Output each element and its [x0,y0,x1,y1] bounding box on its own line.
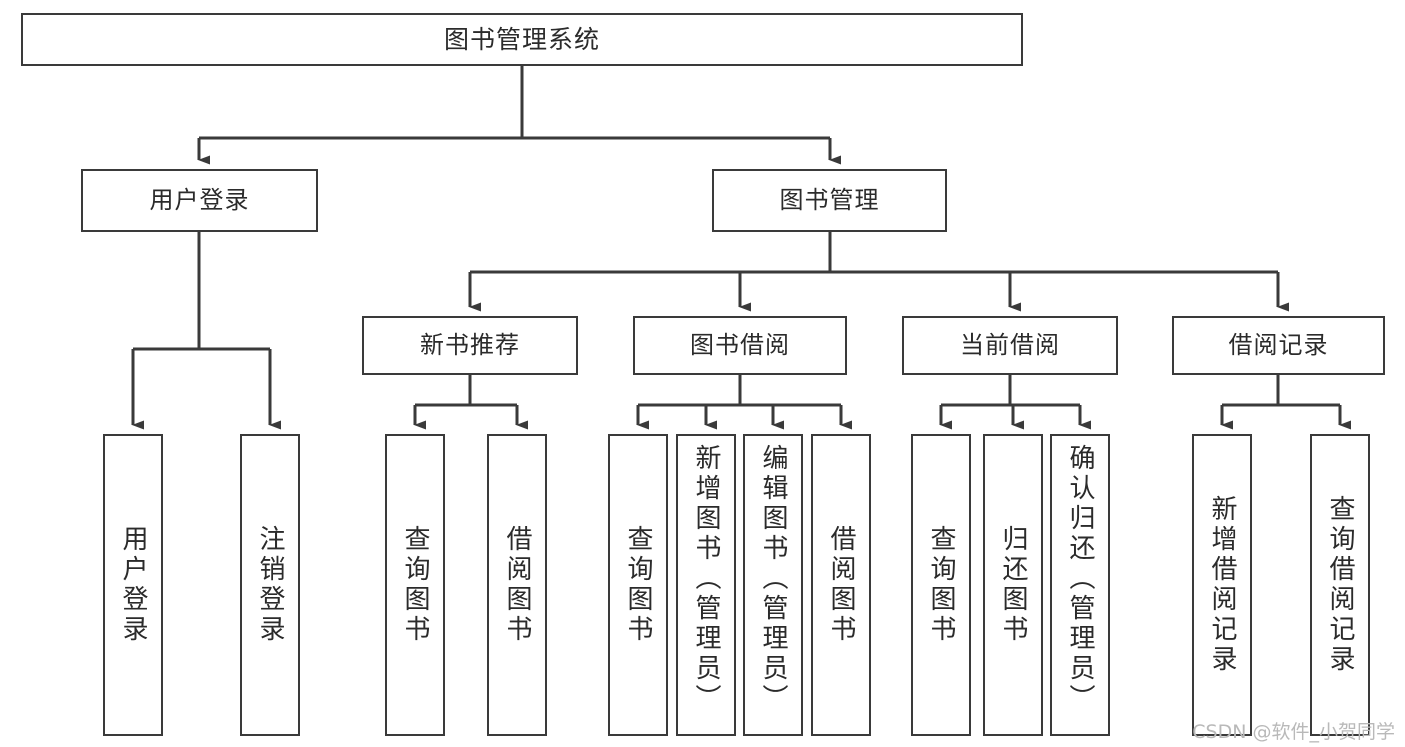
node-borrow-record-label: 借阅记录 [1228,330,1329,359]
node-leaf-query-book-rec-label: 查询图书 [400,525,430,645]
node-leaf-return-book[interactable]: 归还图书 [983,434,1043,736]
node-leaf-query-book-borrow[interactable]: 查询图书 [608,434,668,736]
node-leaf-query-book-cur-label: 查询图书 [926,525,956,645]
node-borrow-record[interactable]: 借阅记录 [1172,316,1385,375]
node-leaf-query-book-cur[interactable]: 查询图书 [911,434,971,736]
node-leaf-add-book-admin-label: 新增图书（管理员） [691,444,721,714]
node-leaf-borrow-book-rec[interactable]: 借阅图书 [487,434,547,736]
node-root-label: 图书管理系统 [443,25,600,54]
node-user-login-label: 用户登录 [149,185,250,214]
node-leaf-add-book-admin[interactable]: 新增图书（管理员） [676,434,736,736]
node-leaf-confirm-return-admin[interactable]: 确认归还（管理员） [1050,434,1110,736]
node-leaf-query-borrow-record[interactable]: 查询借阅记录 [1310,434,1370,736]
node-leaf-user-logout-label: 注销登录 [255,525,285,645]
node-current-borrow-label: 当前借阅 [960,330,1060,359]
node-leaf-query-book-rec[interactable]: 查询图书 [385,434,445,736]
node-leaf-query-borrow-record-label: 查询借阅记录 [1325,495,1355,675]
node-book-borrow-label: 图书借阅 [690,330,790,359]
node-book-manage-label: 图书管理 [779,185,880,214]
node-leaf-query-book-borrow-label: 查询图书 [623,525,653,645]
node-leaf-borrow-book-rec-label: 借阅图书 [502,525,532,645]
node-new-book-rec-label: 新书推荐 [420,330,520,359]
node-leaf-edit-book-admin-label: 编辑图书（管理员） [758,444,788,714]
node-new-book-rec[interactable]: 新书推荐 [362,316,578,375]
node-book-manage[interactable]: 图书管理 [712,169,947,232]
node-current-borrow[interactable]: 当前借阅 [902,316,1118,375]
node-leaf-add-borrow-record[interactable]: 新增借阅记录 [1192,434,1252,736]
node-leaf-user-login[interactable]: 用户登录 [103,434,163,736]
node-root[interactable]: 图书管理系统 [21,13,1023,66]
node-leaf-borrow-book-label: 借阅图书 [826,525,856,645]
node-leaf-confirm-return-admin-label: 确认归还（管理员） [1065,444,1095,714]
node-leaf-edit-book-admin[interactable]: 编辑图书（管理员） [743,434,803,736]
node-leaf-user-login-label: 用户登录 [118,525,148,645]
node-leaf-user-logout[interactable]: 注销登录 [240,434,300,736]
node-book-borrow[interactable]: 图书借阅 [633,316,847,375]
node-user-login[interactable]: 用户登录 [81,169,318,232]
node-leaf-add-borrow-record-label: 新增借阅记录 [1207,495,1237,675]
node-leaf-borrow-book[interactable]: 借阅图书 [811,434,871,736]
node-leaf-return-book-label: 归还图书 [998,525,1028,645]
